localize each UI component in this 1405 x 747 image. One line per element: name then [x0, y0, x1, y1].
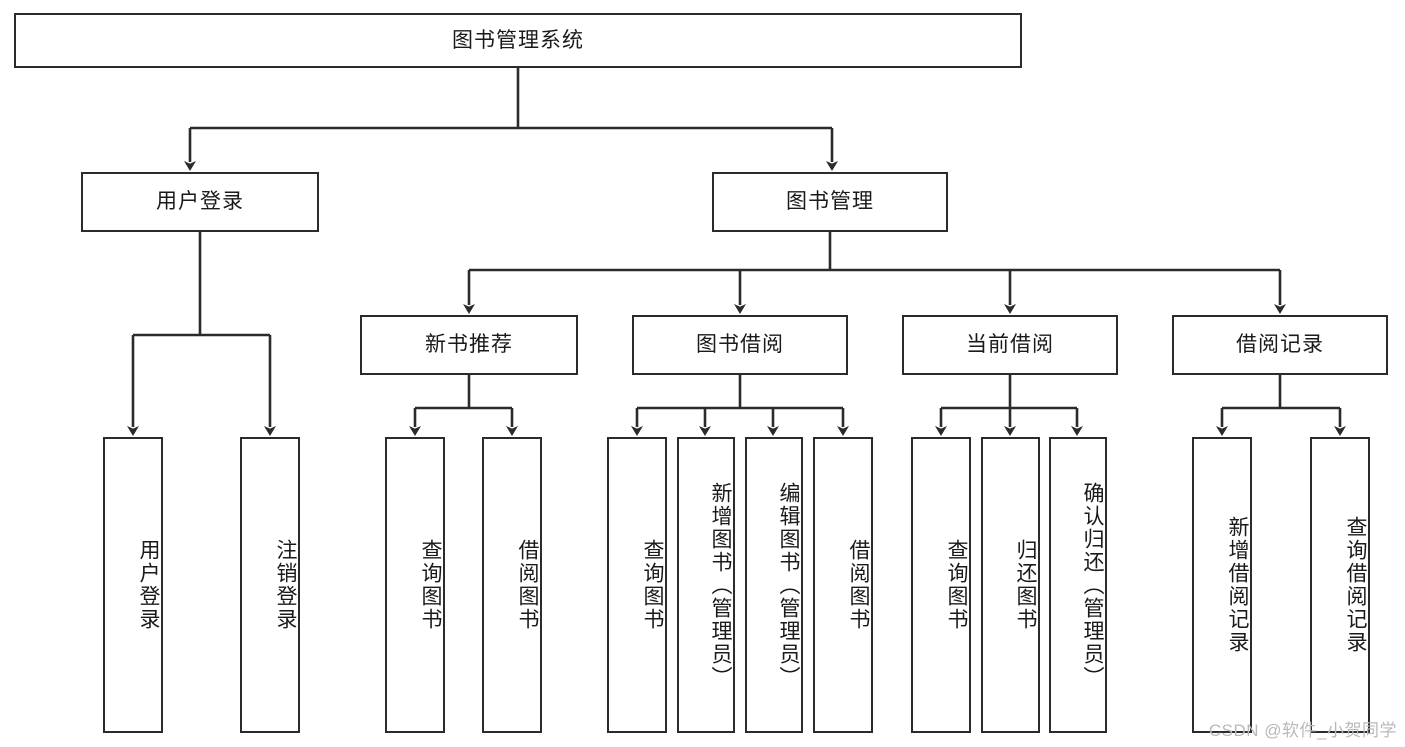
- node-leaf-confirm-return-label: 确认归还（管理员）: [1081, 481, 1104, 689]
- node-user-login-label: 用户登录: [156, 190, 244, 214]
- node-leaf-query-book-2[interactable]: 查询图书: [607, 437, 667, 733]
- node-leaf-query-book-3[interactable]: 查询图书: [911, 437, 971, 733]
- node-leaf-confirm-return[interactable]: 确认归还（管理员）: [1049, 437, 1107, 733]
- node-leaf-user-login[interactable]: 用户登录: [103, 437, 163, 733]
- node-leaf-borrow-book-1[interactable]: 借阅图书: [482, 437, 542, 733]
- node-borrow-record-label: 借阅记录: [1236, 333, 1324, 357]
- node-root[interactable]: 图书管理系统: [14, 13, 1022, 68]
- node-leaf-borrow-book-1-label: 借阅图书: [516, 539, 539, 631]
- node-leaf-user-logout[interactable]: 注销登录: [240, 437, 300, 733]
- node-leaf-add-record[interactable]: 新增借阅记录: [1192, 437, 1252, 733]
- node-book-manage[interactable]: 图书管理: [712, 172, 948, 232]
- node-borrow-record[interactable]: 借阅记录: [1172, 315, 1388, 375]
- node-leaf-borrow-book-2-label: 借阅图书: [847, 539, 870, 631]
- node-leaf-query-book-2-label: 查询图书: [641, 539, 664, 631]
- node-new-book-recommend[interactable]: 新书推荐: [360, 315, 578, 375]
- node-leaf-add-book-label: 新增图书（管理员）: [709, 481, 732, 689]
- node-leaf-add-book[interactable]: 新增图书（管理员）: [677, 437, 735, 733]
- node-leaf-query-record-label: 查询借阅记录: [1344, 516, 1367, 654]
- node-current-borrow-label: 当前借阅: [966, 333, 1054, 357]
- node-book-borrow[interactable]: 图书借阅: [632, 315, 848, 375]
- node-leaf-edit-book-label: 编辑图书（管理员）: [777, 481, 800, 689]
- node-leaf-return-book[interactable]: 归还图书: [981, 437, 1040, 733]
- node-current-borrow[interactable]: 当前借阅: [902, 315, 1118, 375]
- node-book-borrow-label: 图书借阅: [696, 333, 784, 357]
- node-leaf-user-login-label: 用户登录: [137, 539, 160, 631]
- node-leaf-query-book-1[interactable]: 查询图书: [385, 437, 445, 733]
- node-root-label: 图书管理系统: [452, 28, 584, 52]
- node-leaf-user-logout-label: 注销登录: [274, 539, 297, 631]
- node-new-book-recommend-label: 新书推荐: [425, 333, 513, 357]
- node-leaf-query-book-3-label: 查询图书: [945, 539, 968, 631]
- node-user-login[interactable]: 用户登录: [81, 172, 319, 232]
- node-leaf-add-record-label: 新增借阅记录: [1226, 516, 1249, 654]
- node-book-manage-label: 图书管理: [786, 190, 874, 214]
- node-leaf-query-book-1-label: 查询图书: [419, 539, 442, 631]
- node-leaf-borrow-book-2[interactable]: 借阅图书: [813, 437, 873, 733]
- watermark-text: CSDN @软件_小贺同学: [1208, 721, 1397, 740]
- node-leaf-edit-book[interactable]: 编辑图书（管理员）: [745, 437, 803, 733]
- node-leaf-query-record[interactable]: 查询借阅记录: [1310, 437, 1370, 733]
- node-leaf-return-book-label: 归还图书: [1014, 539, 1037, 631]
